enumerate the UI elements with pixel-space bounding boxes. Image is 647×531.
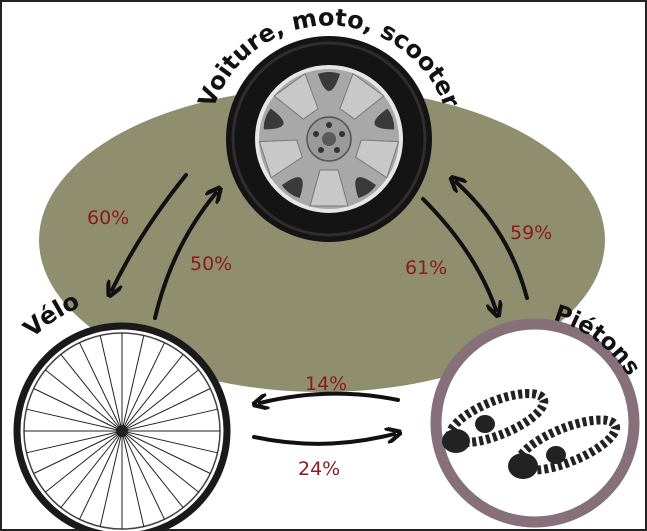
- pct-ped-to-car: 59%: [510, 222, 552, 244]
- pct-bike-to-car: 50%: [190, 253, 232, 275]
- pct-car-to-ped: 61%: [405, 257, 447, 279]
- pct-ped-to-bike: 14%: [305, 373, 347, 395]
- car-wheel-icon: [226, 36, 432, 242]
- bicycle-wheel-icon: [17, 326, 227, 531]
- pct-bike-to-ped: 24%: [298, 458, 340, 480]
- pct-car-to-bike: 60%: [87, 207, 129, 229]
